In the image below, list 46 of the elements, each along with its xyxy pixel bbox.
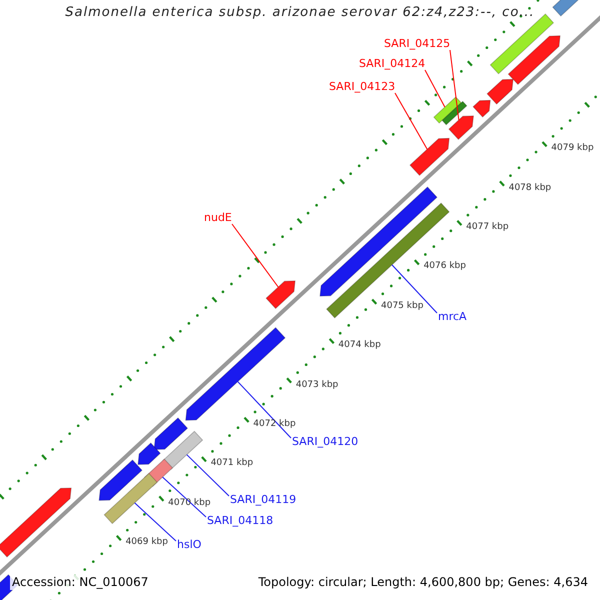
gene-feature: [508, 35, 561, 85]
gene-feature: [162, 430, 204, 470]
gene-feature: [448, 115, 474, 140]
accession-text: Accession: NC_010067: [10, 575, 150, 590]
gene-label: SARI_04118: [207, 515, 274, 528]
gene-feature: [138, 442, 161, 465]
gene-label: SARI_04119: [230, 494, 296, 506]
tick-label: 4075 kbp: [381, 302, 424, 312]
gene-feature: [442, 100, 468, 126]
leader-line: [450, 50, 460, 120]
gene-feature: [98, 459, 143, 501]
gene-feature: [154, 417, 188, 450]
tick-label: 4074 kbp: [338, 341, 381, 352]
gene-feature: [472, 100, 491, 118]
gene-feature: [486, 78, 514, 105]
tick-label: 4078 kbp: [508, 184, 552, 194]
gene-label: nudE: [204, 212, 232, 224]
tick-label: 4071 kbp: [210, 459, 254, 470]
leader-line: [186, 454, 230, 496]
gene-label: SARI_04120: [292, 436, 358, 448]
tick-label: 4076 kbp: [424, 262, 466, 272]
leader-line: [424, 70, 446, 108]
genome-stats: Topology: circular; Length: 4,600,800 bp; Genes: 4,634: [256, 575, 590, 590]
leader-line: [237, 381, 292, 438]
leader-line: [232, 224, 279, 288]
leader-line: [162, 476, 206, 518]
tick-label: 4077 kbp: [466, 223, 509, 233]
gene-feature: [266, 280, 296, 310]
gene-feature: [185, 327, 286, 421]
gene-feature: [409, 138, 450, 176]
gene-label: SARI_04123: [329, 81, 396, 94]
leader-line: [392, 264, 438, 314]
tick-label: 4079 kbp: [551, 144, 594, 154]
gene-label: hslO: [177, 539, 202, 552]
gene-label: mrcA: [438, 311, 467, 324]
gene-feature: [0, 488, 72, 558]
leader-line: [394, 92, 428, 150]
tick-label: 4073 kbp: [296, 380, 338, 390]
gene-feature: [104, 472, 158, 524]
tick-label: 4070 kbp: [168, 498, 211, 509]
tick-label: 4072 kbp: [253, 420, 296, 430]
gene-label: SARI_04125: [384, 38, 450, 50]
tick-label: 4069 kbp: [126, 538, 168, 548]
leader-line: [134, 502, 176, 542]
title: Salmonella enterica subsp. arizonae serovar 62:z4,z23:--, co...: [64, 6, 536, 20]
gene-label: SARI_04124: [359, 58, 426, 70]
